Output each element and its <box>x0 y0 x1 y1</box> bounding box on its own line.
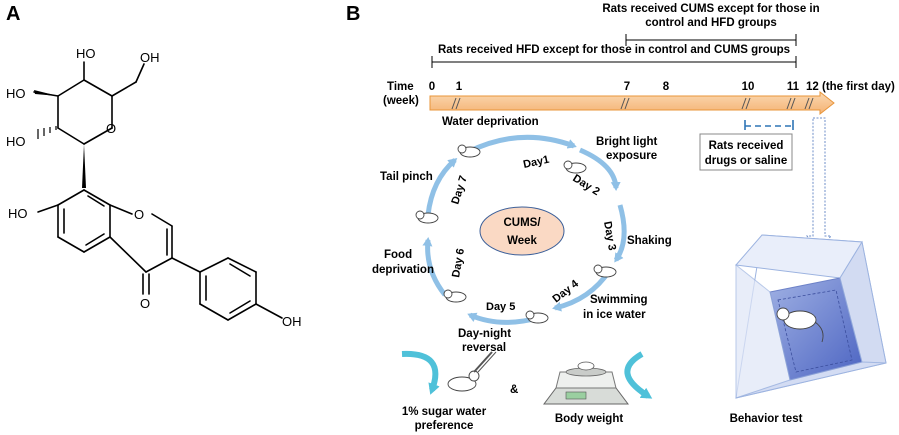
stressor-daynight-line1: Day-night <box>458 328 511 340</box>
stressor-tail: Tail pinch <box>380 171 433 183</box>
behavior-test-box <box>735 234 887 399</box>
body-weight-scale <box>543 351 653 405</box>
day-label-2: Day 2 <box>570 172 601 198</box>
drug-box-line1: Rats received <box>709 140 784 152</box>
cums-bracket-line1: Rats received CUMS except for those in <box>602 3 819 15</box>
timeline-arrow <box>429 90 835 116</box>
atom-label-carbonyl-o: O <box>140 296 150 311</box>
week-ticks: 0 1 7 8 10 11 12 (the first day) <box>429 81 895 93</box>
tick-8: 8 <box>663 81 670 93</box>
drug-box-line2: drugs or saline <box>705 155 787 167</box>
tick-0: 0 <box>429 81 435 93</box>
stressor-swim-line2: in ice water <box>583 309 646 321</box>
structure-atom-labels: HO OH HO HO O HO O O OH <box>6 46 302 329</box>
drug-box <box>699 133 793 171</box>
ampersand: & <box>510 384 518 396</box>
day-label-6: Day 6 <box>450 248 467 279</box>
tick-7: 7 <box>624 81 630 93</box>
cums-cycle: CUMS/ Week Day1 Day 2 Day 3 Day 4 Day 5 … <box>372 116 672 354</box>
rat-icon <box>457 144 481 158</box>
day-label-1: Day1 <box>522 154 550 171</box>
atom-label-oh-top: HO <box>76 46 96 61</box>
behavior-test-label: Behavior test <box>730 413 803 425</box>
stressor-water: Water deprivation <box>442 116 539 128</box>
sugar-water-test <box>401 350 497 395</box>
panel-a-letter: A <box>6 3 20 25</box>
time-label: Time <box>387 81 414 93</box>
stressor-food-line2: deprivation <box>372 264 434 276</box>
rat-icon <box>563 160 587 174</box>
tick-12: 12 (the first day) <box>806 81 895 93</box>
time-unit-label: (week) <box>383 95 419 107</box>
teal-arrow-left <box>401 350 440 395</box>
stressor-food-line1: Food <box>384 249 412 261</box>
hfd-bracket <box>431 56 797 68</box>
stressor-swim-line1: Swimming <box>590 294 648 306</box>
atom-label-ring-o: O <box>106 121 116 136</box>
sugar-label-line2: preference <box>415 420 474 432</box>
cums-bracket <box>625 34 797 46</box>
rat-icon <box>443 289 467 303</box>
cycle-center-line2: Week <box>507 235 537 247</box>
stressor-shaking: Shaking <box>627 235 672 247</box>
day-label-5: Day 5 <box>486 301 515 313</box>
atom-label-ho-chromone: HO <box>8 206 28 221</box>
tick-10: 10 <box>742 81 755 93</box>
day-label-7: Day 7 <box>449 174 469 206</box>
isoflavone-structure <box>33 61 283 321</box>
atom-label-ch2oh: OH <box>140 50 160 65</box>
day-label-3: Day 3 <box>601 220 618 251</box>
cycle-arrow-1 <box>466 134 577 155</box>
atom-label-chromone-o: O <box>134 207 144 222</box>
body-weight-label: Body weight <box>555 413 624 425</box>
sugar-label-line1: 1% sugar water <box>402 406 487 418</box>
tick-11: 11 <box>787 81 800 93</box>
cycle-arrow-6 <box>422 237 447 297</box>
drug-dashed-bracket <box>744 120 794 130</box>
stressor-light-line1: Bright light <box>596 136 657 148</box>
cycle-center-line1: CUMS/ <box>503 217 541 229</box>
cycle-arrow-3 <box>613 204 627 263</box>
rat-icon <box>525 310 549 324</box>
teal-arrow-right <box>624 351 653 399</box>
stressor-light-line2: exposure <box>606 150 657 162</box>
atom-label-ho-lower: HO <box>6 134 26 149</box>
cycle-center <box>479 206 565 256</box>
panel-b-letter: B <box>346 3 360 25</box>
cycle-arrow-2 <box>579 147 621 191</box>
tick-1: 1 <box>456 81 463 93</box>
hfd-bracket-label: Rats received HFD except for those in co… <box>438 44 790 56</box>
rat-icon <box>415 210 439 224</box>
atom-label-ho-upper: HO <box>6 86 26 101</box>
stressor-daynight-line2: reversal <box>462 342 506 354</box>
timeline-breaks <box>451 97 814 110</box>
rat-icon <box>593 264 617 278</box>
cycle-arrow-7 <box>425 158 458 216</box>
behavior-down-arrow <box>805 117 833 251</box>
cums-bracket-line2: control and HFD groups <box>645 17 777 29</box>
atom-label-phenol-oh: OH <box>282 314 302 329</box>
